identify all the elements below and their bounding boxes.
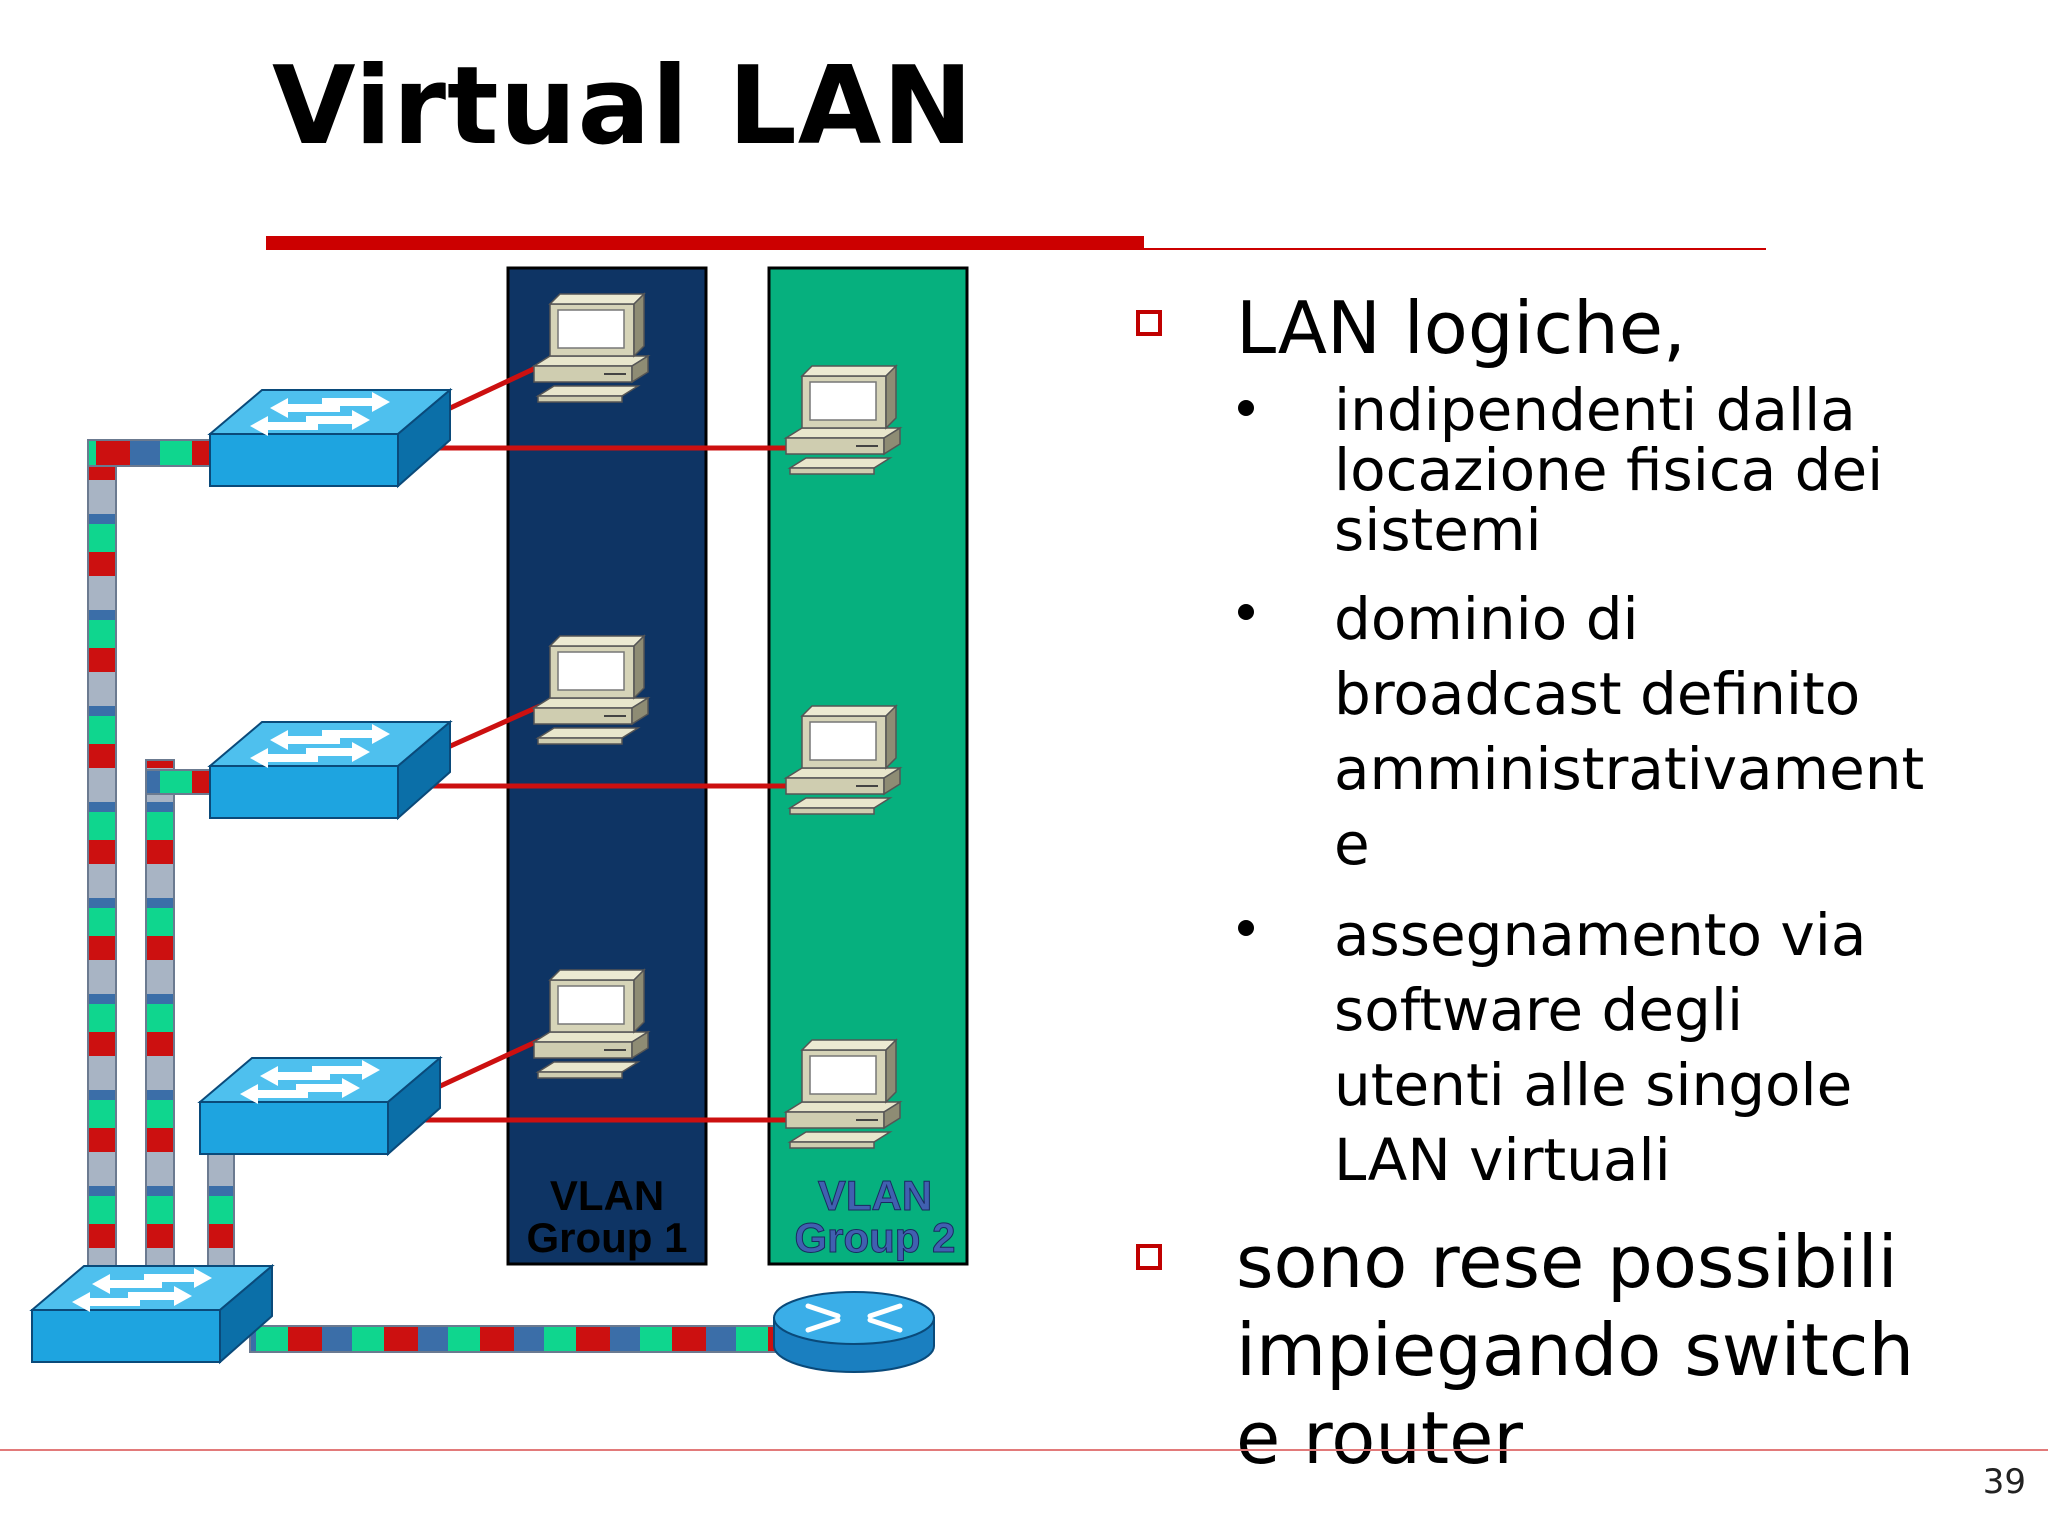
sub-bullet-2: dominio di broadcast definito amministra…	[1334, 582, 1924, 882]
point-2-line: impiegando switch	[1236, 1308, 1915, 1392]
sub-bullet-3-line: utenti alle singole	[1334, 1051, 1853, 1119]
sub-bullet-2-line: e	[1334, 810, 1370, 878]
bullet-dot-icon	[1238, 920, 1254, 936]
vlan-group-1-label-line2: Group 1	[526, 1214, 687, 1261]
router-icon	[773, 1291, 935, 1373]
switch-icon	[209, 721, 451, 819]
vlan-group-2-label-line1: VLAN	[818, 1172, 932, 1219]
access-links	[416, 363, 790, 1123]
switch-icon	[31, 1265, 273, 1363]
point-2-line: e router	[1236, 1396, 1524, 1480]
sub-bullet-2-line: amministrativament	[1334, 735, 1925, 803]
bullet-dot-icon	[1238, 400, 1254, 416]
point-1-text: LAN logiche,	[1236, 286, 1686, 370]
sub-bullet-1-line: indipendenti dalla	[1334, 376, 1856, 444]
sub-bullet-3: assegnamento via software degli utenti a…	[1334, 898, 1866, 1198]
sub-bullet-3-line: assegnamento via	[1334, 901, 1867, 969]
vlan-group-1-label-line1: VLAN	[550, 1172, 664, 1219]
bullet-square-icon	[1136, 310, 1162, 336]
point-2-line: sono rese possibili	[1236, 1220, 1898, 1304]
switch-icon	[209, 389, 451, 487]
sub-bullet-2-line: broadcast definito	[1334, 660, 1861, 728]
slide-title: Virtual LAN	[272, 44, 974, 169]
footer-line	[0, 1449, 2048, 1451]
bullet-dot-icon	[1238, 604, 1254, 620]
point-2: sono rese possibili impiegando switch e …	[1236, 1218, 1914, 1482]
sub-bullet-1-line: locazione fisica dei	[1334, 436, 1884, 504]
sub-bullet-1: indipendenti dalla locazione fisica dei …	[1334, 380, 1883, 560]
page-number: 39	[1982, 1462, 2026, 1502]
sub-bullet-3-line: software degli	[1334, 976, 1744, 1044]
bullet-square-icon	[1136, 1244, 1162, 1270]
sub-bullet-1-line: sistemi	[1334, 496, 1542, 564]
vlan-group-2-label-line2: Group 2	[794, 1214, 955, 1261]
title-underline-thick	[266, 236, 1144, 250]
sub-bullet-2-line: dominio di	[1334, 585, 1639, 653]
vlan-group-1-column	[506, 266, 708, 1266]
title-underline-thin	[1144, 248, 1766, 250]
sub-bullet-3-line: LAN virtuali	[1334, 1126, 1671, 1194]
switch-icon	[199, 1057, 441, 1155]
